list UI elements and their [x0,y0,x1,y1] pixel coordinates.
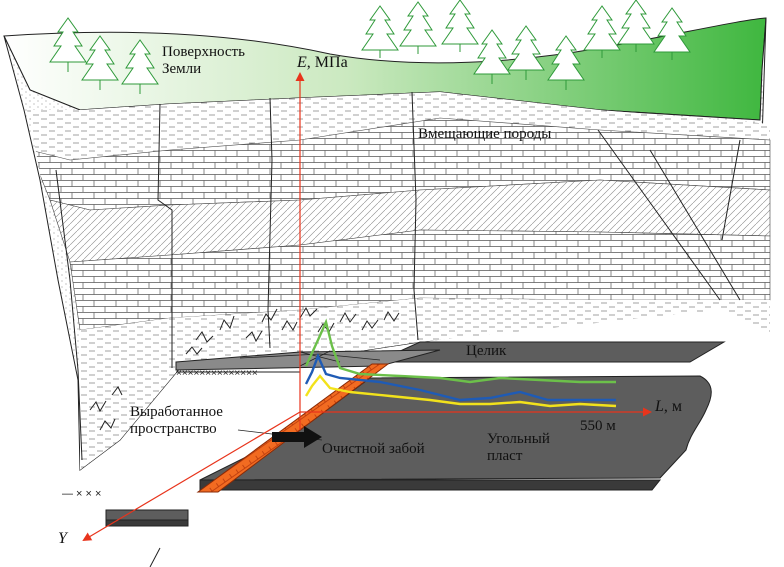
curve-blue [304,352,616,402]
fault-lines [55,91,741,461]
curve-green [304,318,616,384]
coal-seam-edge [199,479,662,491]
mined-space-label-line2: пространство [130,421,217,437]
longwall-face [196,363,390,493]
floor-marks: — × × × [62,488,101,500]
host-rocks-label: Вмещающие породы [418,126,552,142]
axis-l-letter: L [655,398,664,415]
roof-marks: ×××××××××××××× [176,368,258,379]
seam-label-line2: пласт [487,448,523,464]
seam-label-line1: Угольный [487,431,550,447]
axis-e-unit: , МПа [306,54,348,71]
axis-e-label: E, МПа [297,54,348,71]
distance-label: 550 м [580,418,616,434]
fracture-zone [89,306,400,431]
tree-icons [49,0,691,94]
axis-l-unit: , м [663,398,683,415]
axis-e-letter: E [297,54,307,71]
coal-seam [199,375,712,481]
axis-l-label: L, м [655,398,682,415]
surface-label-line2: Земли [162,61,202,77]
surface-label-line1: Поверхность [162,44,245,60]
mined-floor-slab [105,509,189,521]
pillar-label: Целик [466,343,507,359]
mined-space-label-line1: Выработанное [130,404,223,420]
axis-y-label: Y [58,530,67,547]
face-advance-arrow [272,426,322,448]
curve-yellow [304,374,617,408]
face-label: Очистной забой [322,441,425,457]
axis-y [82,411,301,542]
